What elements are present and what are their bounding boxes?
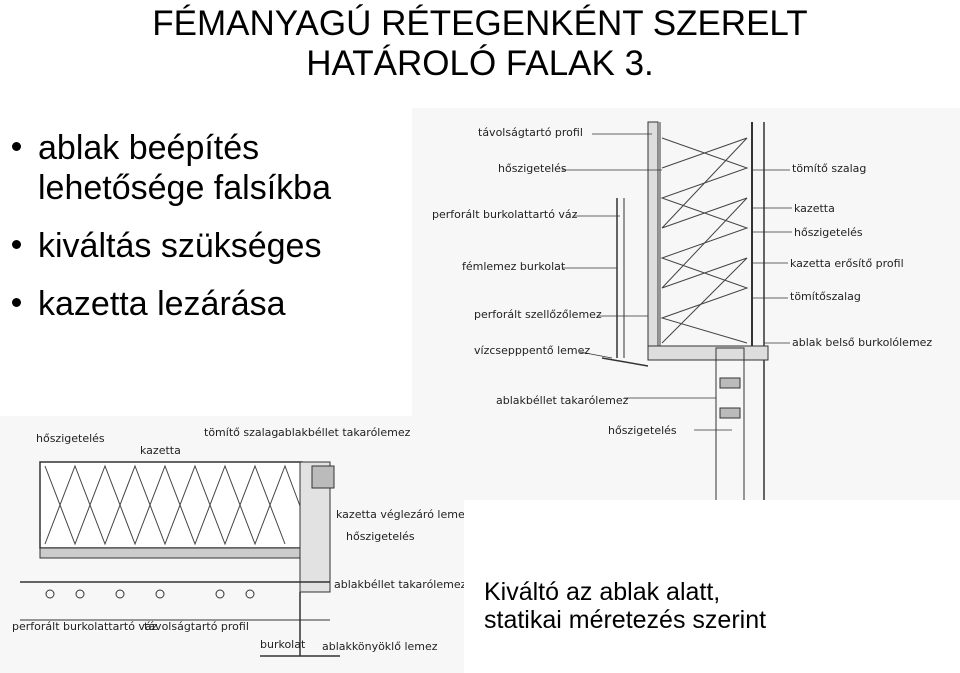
bullet-text: kiváltás szükséges <box>38 227 322 265</box>
label-insulation-2: hőszigetelés <box>608 424 677 437</box>
label-cassette: kazetta <box>140 444 181 457</box>
bullet-item: kiváltás szükséges <box>8 226 408 266</box>
bullet-text: ablak beépítés lehetősége falsíkba <box>38 129 331 207</box>
label-inner-lining: ablak belső burkolólemez <box>792 336 932 349</box>
label-cassette-end-plate: kazetta véglezáró lemez <box>336 508 464 521</box>
slide-title-line-2: HATÁROLÓ FALAK 3. <box>306 44 654 83</box>
bullet-dot-icon <box>12 298 21 307</box>
label-drip-plate: vízcsepppentő lemez <box>474 344 590 357</box>
label-sealing-tape-2: tömítőszalag <box>790 290 861 303</box>
caption: Kiváltó az ablak alatt, statikai méretez… <box>484 578 766 634</box>
label-insulation-3: hőszigetelés <box>794 226 863 239</box>
label-reveal-cover-2: ablakbéllet takarólemez <box>334 578 464 591</box>
label-sealing-tape: tömítő szalag <box>204 426 278 439</box>
label-cassette: kazetta <box>794 202 835 215</box>
label-windowsill-plate: ablakkönyöklő lemez <box>322 640 438 653</box>
label-metal-cladding: fémlemez burkolat <box>462 260 566 273</box>
label-reveal-cover: ablakbéllet takarólemez <box>278 426 411 439</box>
cassette-section-drawing: hőszigetelés tömítő szalag ablakbéllet t… <box>0 416 464 673</box>
caption-line-2: statikai méretezés szerint <box>484 606 767 634</box>
label-sealing-tape: tömítő szalag <box>792 162 866 175</box>
label-perforated-frame: perforált burkolattartó váz <box>432 208 578 221</box>
label-perforated-vent: perforált szellőzőlemez <box>474 308 602 321</box>
label-cassette-profile: kazetta erősítő profil <box>790 257 904 270</box>
bullet-list: ablak beépítés lehetősége falsíkba kivál… <box>8 128 408 342</box>
bullet-dot-icon <box>12 142 21 151</box>
label-insulation: hőszigetelés <box>498 162 567 175</box>
label-perforated-frame: perforált burkolattartó váz <box>12 620 158 633</box>
label-insulation-2: hőszigetelés <box>346 530 415 543</box>
window-section-drawing: távolságtartó profil hőszigetelés perfor… <box>412 108 960 500</box>
label-spacer-profile: távolságtartó profil <box>144 620 249 633</box>
label-spacer-profile: távolságtartó profil <box>478 126 583 139</box>
label-cladding: burkolat <box>260 638 306 651</box>
slide-title: FÉMANYAGÚ RÉTEGENKÉNT SZERELT HATÁROLÓ F… <box>0 4 960 84</box>
slide-title-line-1: FÉMANYAGÚ RÉTEGENKÉNT SZERELT <box>152 4 808 43</box>
label-insulation: hőszigetelés <box>36 432 105 445</box>
label-reveal-cover: ablakbéllet takarólemez <box>496 394 629 407</box>
bullet-dot-icon <box>12 240 21 249</box>
caption-line-1: Kiváltó az ablak alatt, <box>484 578 721 606</box>
bullet-item: kazetta lezárása <box>8 284 408 324</box>
bullet-item: ablak beépítés lehetősége falsíkba <box>8 128 408 208</box>
bullet-text: kazetta lezárása <box>38 285 286 323</box>
